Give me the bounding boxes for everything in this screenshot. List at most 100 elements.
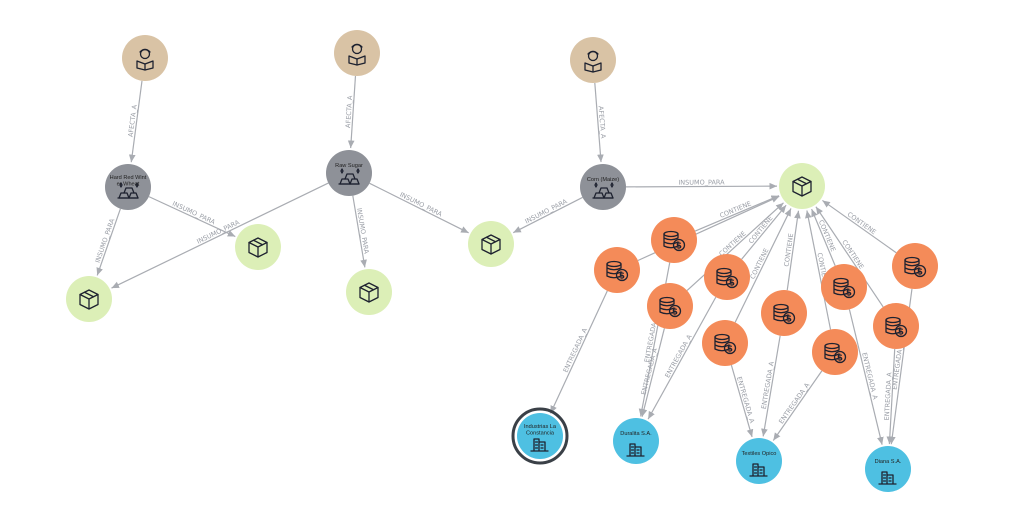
- node-person-p3[interactable]: [570, 37, 616, 83]
- node-product-g3[interactable]: [346, 269, 392, 315]
- edge-line: [549, 290, 608, 414]
- reader-icon: [348, 43, 366, 66]
- edge-afecta-a[interactable]: AFECTA_A: [127, 80, 143, 163]
- edge-entregada-a[interactable]: ENTREGADA_A: [772, 370, 823, 441]
- edge-afecta-a[interactable]: AFECTA_A: [594, 82, 608, 163]
- edge-entregada-a[interactable]: ENTREGADA_A: [549, 290, 608, 414]
- node-circle: [326, 150, 372, 196]
- coins-icon: $: [824, 342, 847, 363]
- node-person-p1[interactable]: [122, 35, 168, 81]
- edge-label: AFECTA_A: [344, 95, 354, 128]
- edge-entregada-a[interactable]: ENTREGADA_A: [730, 364, 756, 438]
- edge-insumo-para[interactable]: INSUMO_PARA: [369, 182, 469, 234]
- edge-line: [886, 348, 896, 445]
- edge-line: [694, 195, 780, 232]
- coins-icon: $: [773, 303, 796, 324]
- node-account-a4[interactable]: $: [704, 254, 750, 300]
- edge-insumo-para[interactable]: INSUMO_PARA: [625, 178, 778, 190]
- edge-line: [640, 328, 665, 417]
- edge-label: INSUMO_PARA: [524, 197, 569, 225]
- edge-entregada-a[interactable]: ENTREGADA_A: [883, 348, 896, 445]
- node-company-k2[interactable]: Duralita S.A.: [613, 418, 659, 464]
- edge-label: ENTREGADA_A: [735, 376, 756, 425]
- node-circle: [736, 438, 782, 484]
- node-product-g2[interactable]: [66, 276, 112, 322]
- gold-bars-icon: [592, 182, 614, 199]
- edge-line: [148, 196, 236, 238]
- node-person-p2[interactable]: [334, 30, 380, 76]
- coins-icon: $: [716, 267, 739, 288]
- node-account-a1[interactable]: $: [594, 247, 640, 293]
- edge-line: [594, 82, 604, 163]
- svg-text:$: $: [917, 267, 923, 277]
- edge-line: [848, 309, 884, 445]
- edge-line: [352, 195, 367, 268]
- node-label: Duralita S.A.: [620, 431, 652, 437]
- reader-icon: [584, 50, 602, 73]
- node-product-g4[interactable]: [468, 221, 514, 267]
- box-icon: [79, 289, 99, 310]
- edge-label: ENTREGADA_A: [760, 360, 776, 409]
- node-commodity-c3[interactable]: Corn (Maize): [580, 164, 626, 210]
- edge-line: [369, 182, 469, 234]
- node-product-g1[interactable]: [235, 224, 281, 270]
- edge-label: INSUMO_PARA: [398, 191, 443, 219]
- node-product-g5[interactable]: [779, 163, 825, 209]
- edge-label: CONTIENE: [717, 230, 747, 258]
- svg-text:$: $: [786, 314, 792, 324]
- node-account-a3[interactable]: $: [647, 283, 693, 329]
- node-account-a7[interactable]: $: [812, 329, 858, 375]
- box-icon: [481, 234, 501, 255]
- edge-insumo-para[interactable]: INSUMO_PARA: [94, 208, 122, 276]
- coins-icon: $: [663, 230, 686, 251]
- node-circle: [613, 418, 659, 464]
- edge-label: CONTIENE: [749, 247, 771, 281]
- node-circle: [580, 164, 626, 210]
- node-label: Diana S.A.: [875, 459, 902, 465]
- reader-icon: [136, 48, 154, 71]
- node-company-k4[interactable]: Diana S.A.: [865, 446, 911, 492]
- buildings-icon: [530, 438, 549, 452]
- edge-insumo-para[interactable]: INSUMO_PARA: [513, 196, 583, 234]
- node-circle: [517, 413, 563, 459]
- node-account-a10[interactable]: $: [873, 303, 919, 349]
- edge-label: INSUMO_PARA: [94, 217, 117, 264]
- node-company-k3[interactable]: Textiles Opico: [736, 438, 782, 484]
- edge-line: [730, 364, 754, 438]
- edge-line: [822, 199, 897, 254]
- svg-text:$: $: [729, 278, 735, 288]
- edge-label: ENTREGADA_A: [883, 372, 894, 421]
- edge-label: AFECTA_A: [597, 106, 608, 140]
- edge-label: INSUMO_PARA: [171, 200, 217, 227]
- node-account-a8[interactable]: $: [821, 264, 867, 310]
- edge-line: [513, 196, 583, 234]
- buildings-icon: [878, 471, 897, 485]
- node-account-a6[interactable]: $: [761, 290, 807, 336]
- node-account-a5[interactable]: $: [702, 320, 748, 366]
- edge-contiene[interactable]: CONTIENE: [783, 210, 801, 291]
- svg-text:$: $: [672, 307, 678, 317]
- node-account-a2[interactable]: $: [651, 217, 697, 263]
- edge-line: [805, 210, 832, 330]
- edge-label: CONTIENE: [719, 200, 753, 220]
- edge-label: CONTIENE: [846, 210, 878, 236]
- svg-text:$: $: [898, 327, 904, 337]
- coins-icon: $: [714, 333, 737, 354]
- node-account-a9[interactable]: $: [892, 243, 938, 289]
- node-commodity-c2[interactable]: Raw Sugar: [326, 150, 372, 196]
- edge-afecta-a[interactable]: AFECTA_A: [344, 75, 357, 149]
- coins-icon: $: [606, 260, 629, 281]
- svg-text:$: $: [676, 241, 682, 251]
- box-icon: [792, 176, 812, 197]
- selection-ring: [511, 407, 569, 465]
- edge-line: [111, 182, 329, 289]
- edge-line: [772, 370, 823, 441]
- edge-insumo-para[interactable]: INSUMO_PARA: [352, 195, 371, 268]
- buildings-icon: [626, 443, 645, 457]
- edge-line: [786, 210, 801, 291]
